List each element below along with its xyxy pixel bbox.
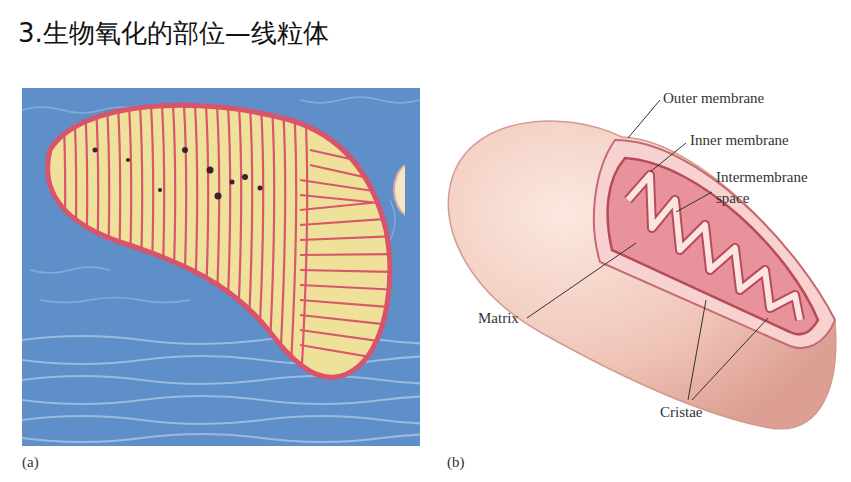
leader-line xyxy=(692,318,768,400)
micrograph xyxy=(22,88,502,446)
cut-face xyxy=(594,140,835,348)
part-label: Cristae xyxy=(660,402,703,423)
cytoplasm-texture xyxy=(22,97,420,442)
neighbour-organelle xyxy=(394,165,405,215)
part-label: Inner membrane xyxy=(690,130,789,151)
cristae-folds xyxy=(628,175,800,320)
part-label: Matrix xyxy=(478,308,519,329)
part-label: Intermembrane space xyxy=(716,167,824,209)
panel-letter: (b) xyxy=(447,452,465,473)
micrograph-ground xyxy=(22,88,420,446)
cristae-edge xyxy=(628,175,800,320)
leader-line xyxy=(650,143,686,172)
slide-title: 3.生物氧化的部位—线粒体 xyxy=(18,18,329,49)
panel-letter: (a) xyxy=(22,452,39,473)
outer-membrane-body xyxy=(448,121,836,429)
leader-line xyxy=(688,300,706,400)
mitochondrion-outline xyxy=(48,105,390,377)
cristae-micrograph xyxy=(58,90,400,400)
mitochondrion-cutaway xyxy=(448,121,836,429)
leader-line xyxy=(628,100,660,138)
leader-line xyxy=(676,192,712,212)
matrix-granules xyxy=(93,147,263,200)
leader-line xyxy=(527,243,636,318)
part-label: Outer membrane xyxy=(663,88,764,109)
